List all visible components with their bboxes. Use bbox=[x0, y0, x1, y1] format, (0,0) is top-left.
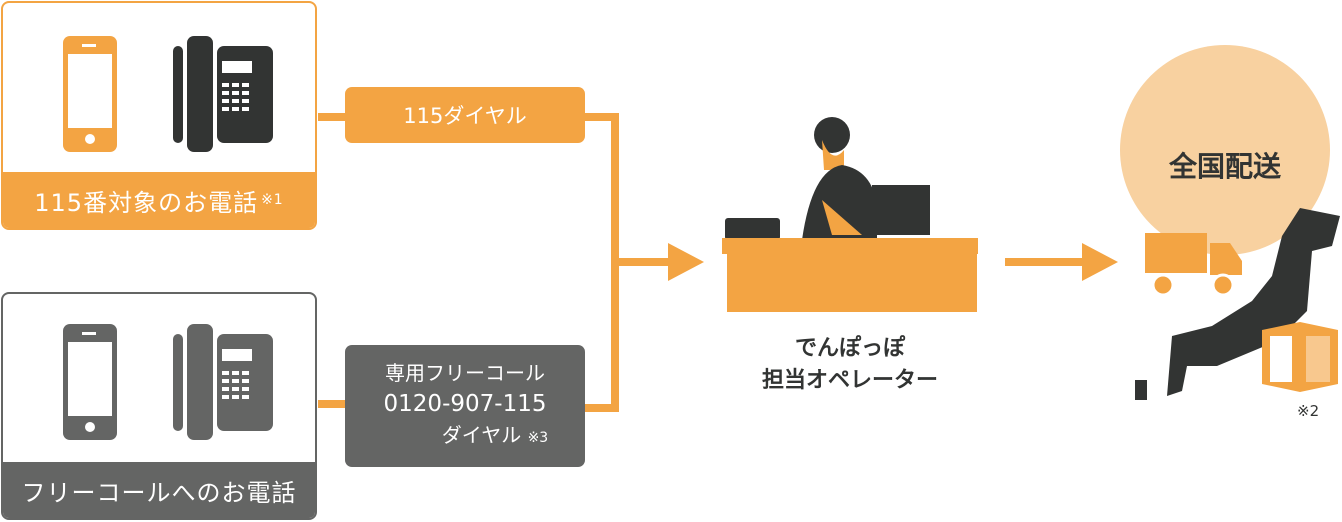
freecall-label: 専用フリーコール 0120-907-115 ダイヤル ※3 bbox=[345, 345, 585, 467]
arrow-icon bbox=[1082, 243, 1118, 281]
bottom-phone-box: フリーコールへのお電話 bbox=[1, 292, 317, 520]
freecall-dial: ダイヤル ※3 bbox=[382, 420, 548, 454]
smartphone-icon bbox=[63, 324, 117, 440]
top-phone-box: 115番対象のお電話※1 bbox=[1, 1, 317, 230]
bottom-box-label: フリーコールへのお電話 bbox=[3, 462, 315, 518]
top-box-label: 115番対象のお電話※1 bbox=[3, 172, 315, 228]
bottom-box-label-text: フリーコールへのお電話 bbox=[21, 478, 297, 507]
freecall-dial-text: ダイヤル bbox=[441, 423, 522, 447]
note-1: ※1 bbox=[261, 192, 284, 208]
operator-illustration bbox=[722, 117, 978, 312]
top-box-label-text: 115番対象のお電話 bbox=[34, 188, 259, 217]
connector-line bbox=[1005, 258, 1085, 266]
operator-caption: でんぽっぽ担当オペレーター bbox=[700, 333, 1000, 397]
delivery-label: 全国配送 bbox=[1168, 150, 1281, 183]
connector-line bbox=[318, 113, 346, 121]
operator-line2: 担当オペレーター bbox=[761, 368, 938, 393]
dial-115-text: 115ダイヤル bbox=[403, 104, 527, 128]
dial-115-label: 115ダイヤル bbox=[345, 87, 585, 143]
freecall-title: 専用フリーコール bbox=[385, 361, 545, 385]
box-icon bbox=[1262, 322, 1338, 392]
freecall-number: 0120-907-115 bbox=[383, 391, 547, 417]
connector-line bbox=[584, 404, 619, 412]
truck-icon bbox=[1145, 233, 1242, 297]
connector-line bbox=[584, 113, 619, 121]
connector-line bbox=[611, 258, 671, 266]
operator-line1: でんぽっぽ bbox=[794, 336, 905, 361]
connector-line bbox=[318, 400, 346, 408]
note-3: ※3 bbox=[527, 430, 549, 446]
smartphone-icon bbox=[63, 36, 117, 152]
japan-map-icon bbox=[1135, 208, 1340, 400]
desk-phone-icon bbox=[173, 324, 273, 440]
arrow-icon bbox=[668, 243, 704, 281]
desk-phone-icon bbox=[173, 36, 273, 152]
note-2: ※2 bbox=[1297, 402, 1320, 420]
